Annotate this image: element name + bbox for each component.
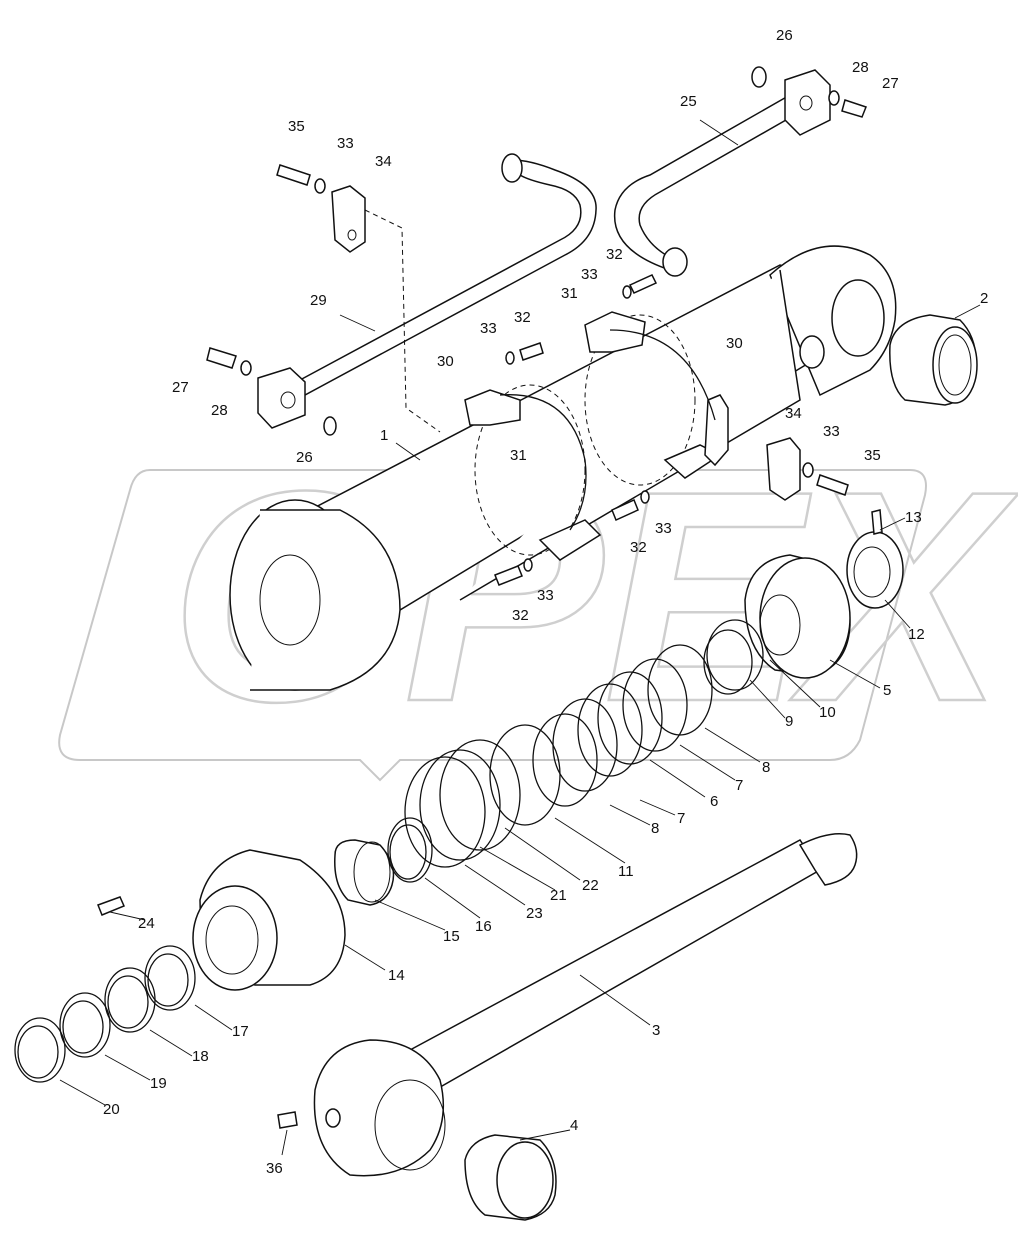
wiper-rings bbox=[14, 945, 196, 1083]
label-35a: 35 bbox=[288, 118, 305, 135]
label-30a: 30 bbox=[437, 353, 454, 370]
label-29: 29 bbox=[310, 292, 327, 309]
label-32b: 32 bbox=[514, 309, 531, 326]
label-31b: 31 bbox=[510, 447, 527, 464]
label-33b: 33 bbox=[480, 320, 497, 337]
label-19: 19 bbox=[150, 1075, 167, 1092]
label-33d: 33 bbox=[823, 423, 840, 440]
label-26a: 26 bbox=[776, 27, 793, 44]
label-7b: 7 bbox=[677, 810, 685, 827]
label-4: 4 bbox=[570, 1117, 578, 1134]
label-16: 16 bbox=[475, 918, 492, 935]
nut-12 bbox=[846, 509, 904, 609]
bolts-32 bbox=[494, 274, 658, 586]
label-33a: 33 bbox=[581, 266, 598, 283]
label-28a: 28 bbox=[852, 59, 869, 76]
gland-14 bbox=[97, 849, 346, 991]
label-27b: 27 bbox=[172, 379, 189, 396]
label-34a: 34 bbox=[375, 153, 392, 170]
label-27a: 27 bbox=[882, 75, 899, 92]
label-21: 21 bbox=[550, 887, 567, 904]
label-12: 12 bbox=[908, 626, 925, 643]
seal-rings bbox=[404, 619, 764, 868]
label-32a: 32 bbox=[606, 246, 623, 263]
label-32d: 32 bbox=[512, 607, 529, 624]
callout-labels: 1 2 3 4 5 6 7 7 8 8 9 10 11 12 13 14 15 … bbox=[103, 27, 988, 1177]
label-28b: 28 bbox=[211, 402, 228, 419]
leader-lines bbox=[59, 119, 981, 1156]
label-33e: 33 bbox=[655, 520, 672, 537]
label-17: 17 bbox=[232, 1023, 249, 1040]
label-23: 23 bbox=[526, 905, 543, 922]
label-15: 15 bbox=[443, 928, 460, 945]
label-24: 24 bbox=[138, 915, 155, 932]
label-1: 1 bbox=[380, 427, 388, 444]
label-34b: 34 bbox=[785, 405, 802, 422]
rod-3 bbox=[313, 833, 858, 1177]
label-20: 20 bbox=[103, 1101, 120, 1118]
label-32c: 32 bbox=[630, 539, 647, 556]
bushing-4 bbox=[464, 1134, 557, 1221]
label-14: 14 bbox=[388, 967, 405, 984]
clamp-34-right bbox=[766, 437, 849, 501]
label-9: 9 bbox=[785, 713, 793, 730]
label-10: 10 bbox=[819, 704, 836, 721]
label-13: 13 bbox=[905, 509, 922, 526]
barrel-1 bbox=[229, 245, 897, 691]
label-7a: 7 bbox=[735, 777, 743, 794]
label-30b: 30 bbox=[726, 335, 743, 352]
label-25: 25 bbox=[680, 93, 697, 110]
label-3: 3 bbox=[652, 1022, 660, 1039]
tube-29 bbox=[206, 153, 597, 436]
label-6: 6 bbox=[710, 793, 718, 810]
label-8a: 8 bbox=[762, 759, 770, 776]
label-33f: 33 bbox=[537, 587, 554, 604]
label-36: 36 bbox=[266, 1160, 283, 1177]
label-2: 2 bbox=[980, 290, 988, 307]
grease-nipple-36 bbox=[277, 1111, 298, 1129]
label-33c: 33 bbox=[337, 135, 354, 152]
label-35b: 35 bbox=[864, 447, 881, 464]
label-22: 22 bbox=[582, 877, 599, 894]
clamp-34-upper bbox=[276, 164, 441, 433]
bushing-15 bbox=[334, 817, 433, 906]
tube-25 bbox=[613, 66, 867, 277]
piston-5 bbox=[744, 554, 851, 679]
label-8b: 8 bbox=[651, 820, 659, 837]
bushing-2 bbox=[889, 314, 978, 406]
label-11: 11 bbox=[618, 863, 634, 880]
clamp-bands bbox=[464, 311, 729, 561]
label-26b: 26 bbox=[296, 449, 313, 466]
label-5: 5 bbox=[883, 682, 891, 699]
label-18: 18 bbox=[192, 1048, 209, 1065]
label-31a: 31 bbox=[561, 285, 578, 302]
